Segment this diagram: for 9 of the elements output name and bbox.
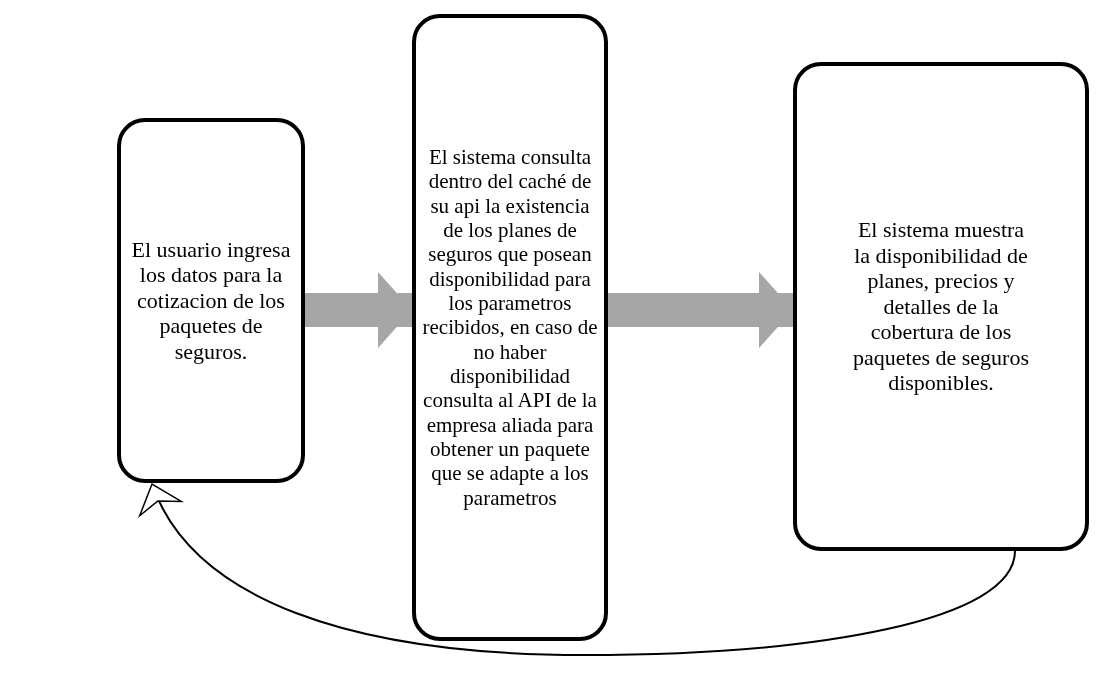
- process-box: [412, 14, 608, 641]
- block-arrow: [305, 272, 412, 348]
- process-box: [117, 118, 305, 483]
- box-text: El sistema muestra la disponibilidad de planes, precios y detalles de la cobertura de los paquetes de seguros disponibles.: [852, 217, 1030, 396]
- curved-return-arrow: [141, 483, 1016, 656]
- process-box: [793, 62, 1089, 551]
- block-arrow: [608, 272, 793, 348]
- box-text: El sistema consulta dentro del caché de su api la existencia de los planes de seguros que posean disponibilidad para los parametros recibidos, en caso de no haber disponibilidad consulta al API de la empresa aliada para obtener un paquete que se adapte a los parametros: [421, 144, 599, 511]
- box-text: El usuario ingresa los datos para la cotizacion de los paquetes de seguros.: [130, 236, 292, 365]
